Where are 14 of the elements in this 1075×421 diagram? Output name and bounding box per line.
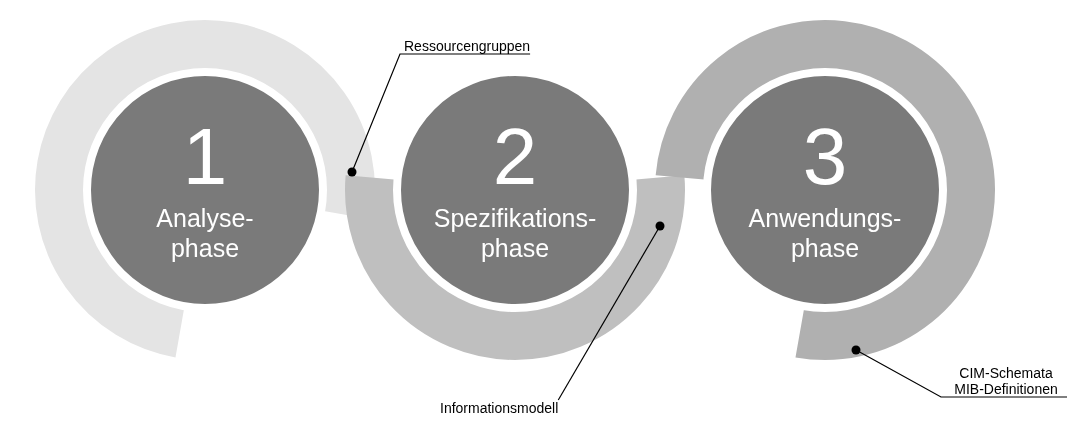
callout-text: Informationsmodell (440, 400, 559, 416)
arc-band (655, 20, 995, 360)
phase-label: Analyse- phase (155, 203, 255, 263)
phase-label: Spezifikations- phase (432, 203, 598, 263)
leader-line (347, 53, 531, 177)
phase-number: 1 (182, 117, 228, 197)
callout-text: Ressourcengruppen (404, 38, 531, 54)
leader-line (557, 221, 665, 401)
phase-label: Anwendungs- phase (747, 203, 903, 263)
phase-number: 2 (492, 117, 538, 197)
arc-band (35, 20, 375, 357)
callout-text: CIM-Schemata MIB-Definitionen (945, 365, 1067, 397)
leader-line (851, 345, 1068, 398)
phase-number: 3 (802, 117, 848, 197)
